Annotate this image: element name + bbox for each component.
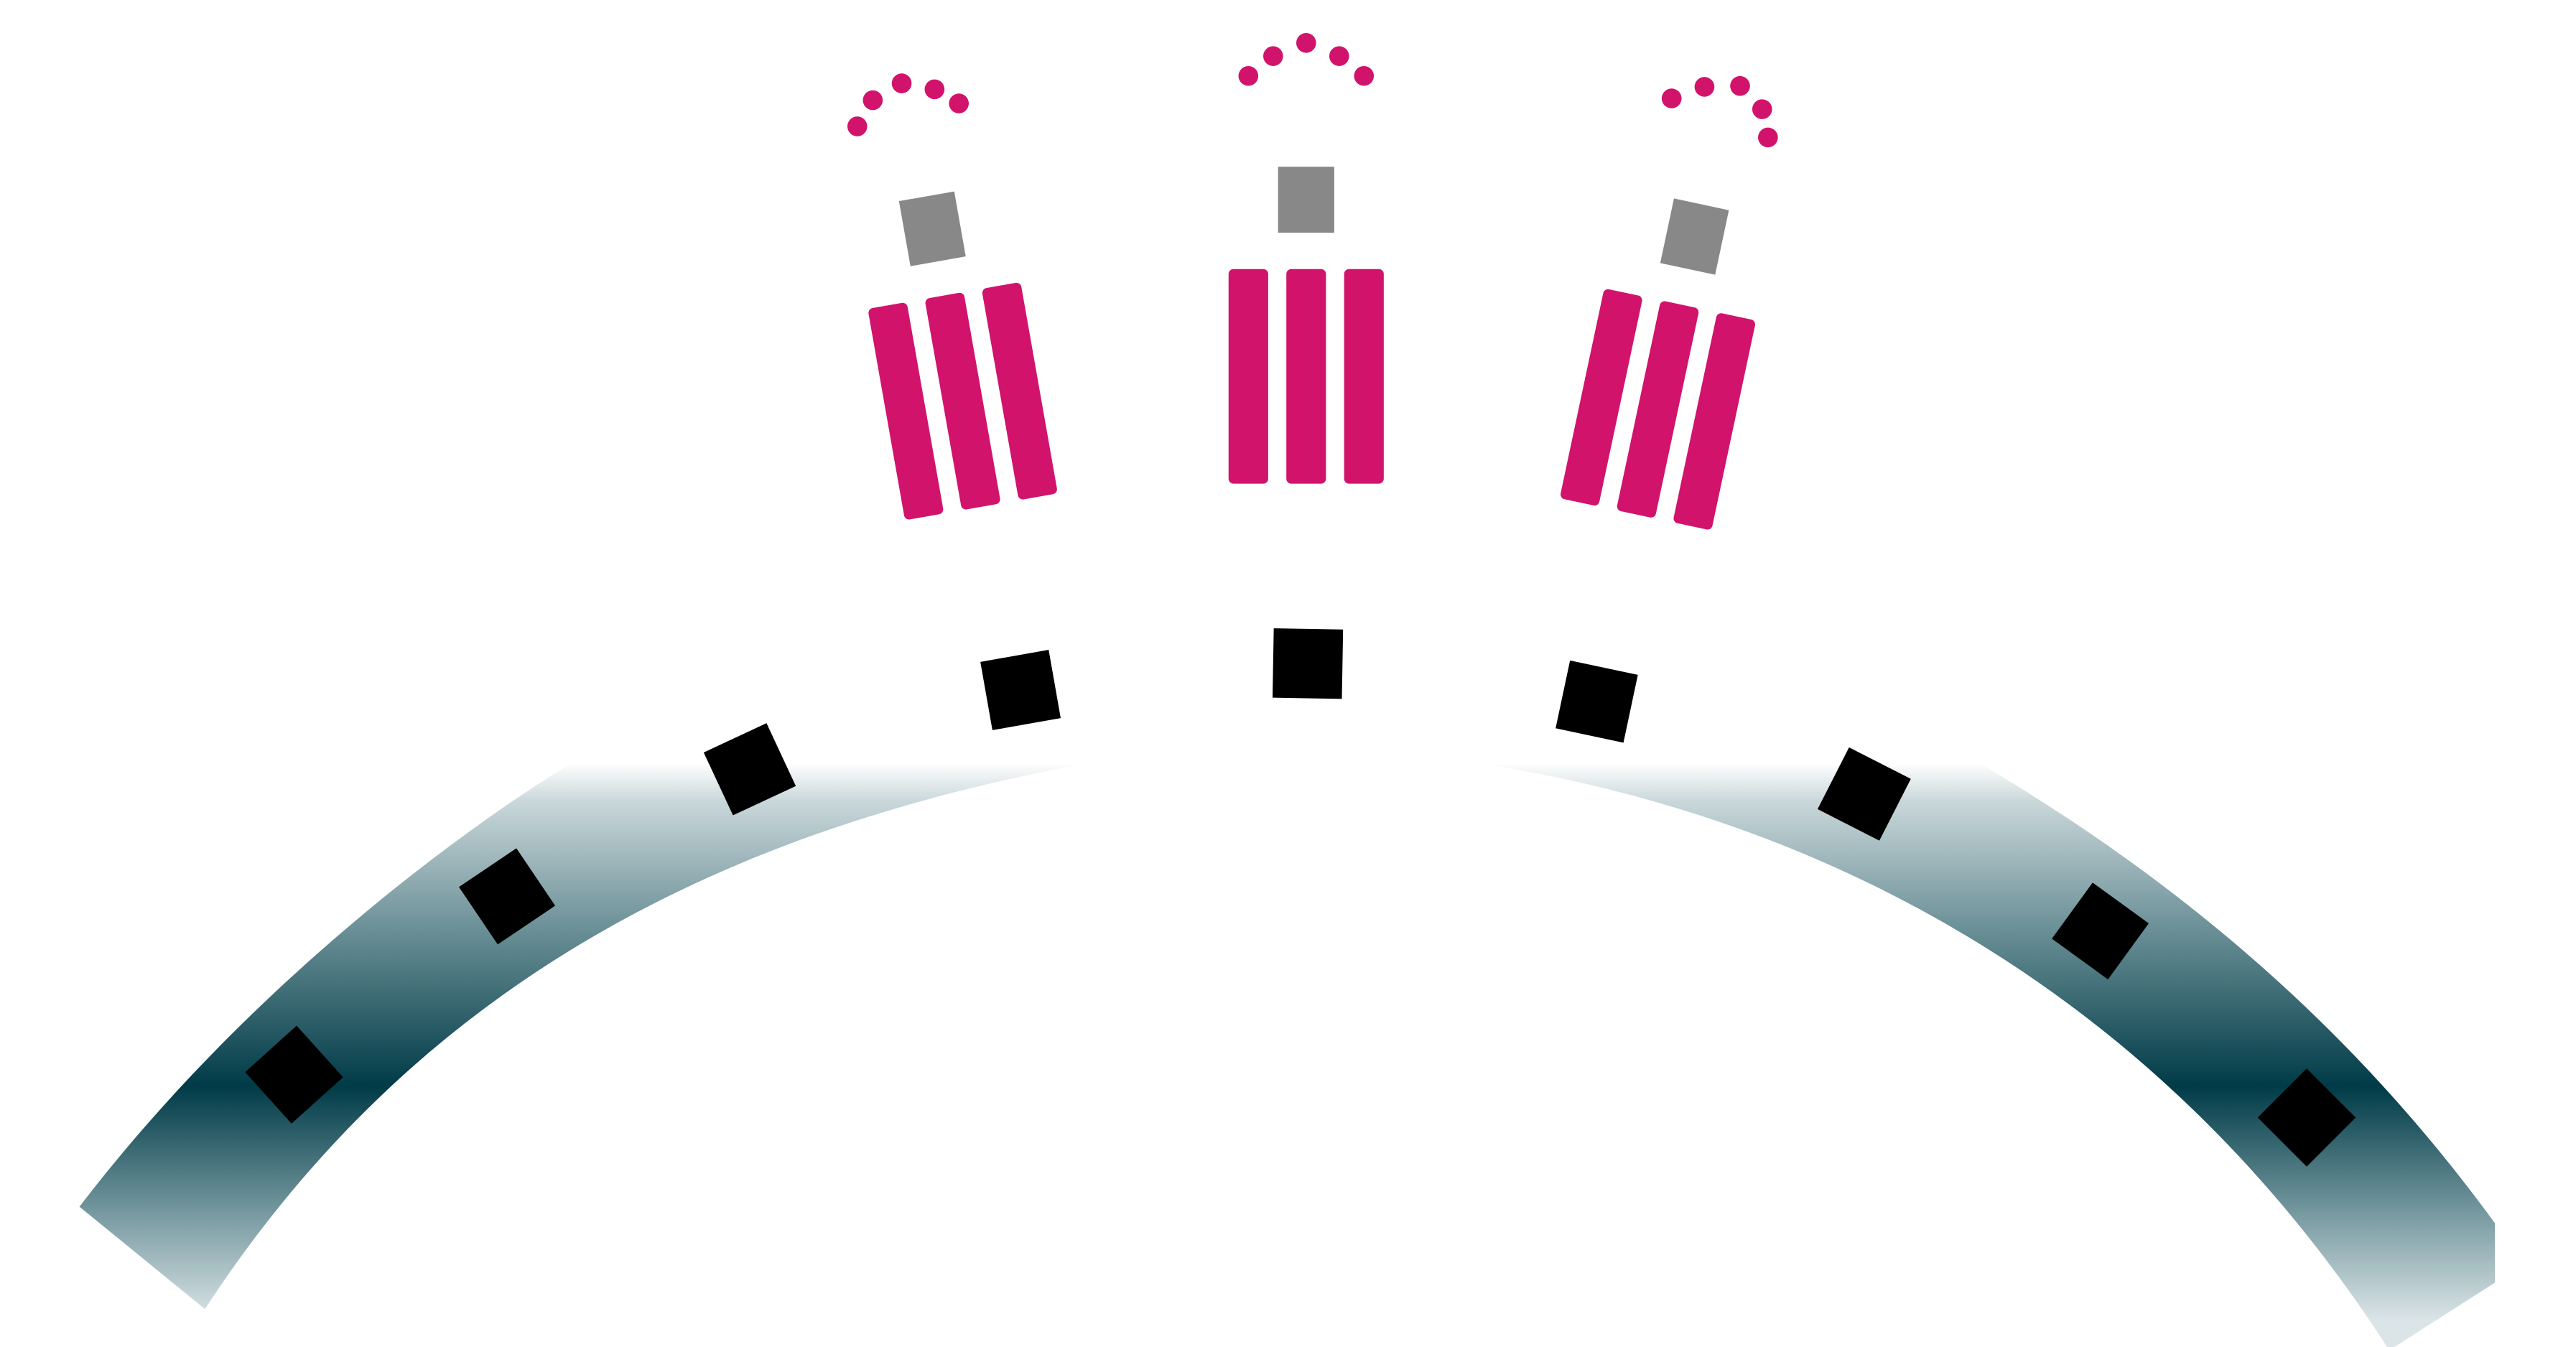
receptor-left xyxy=(847,73,1057,520)
vesicle xyxy=(1694,77,1715,97)
membrane-band xyxy=(79,764,2496,1347)
vesicle xyxy=(924,79,945,100)
vesicle xyxy=(891,73,912,93)
helix xyxy=(1286,269,1326,484)
membrane-band-right xyxy=(1486,764,2496,1347)
ligand xyxy=(1660,198,1729,275)
binding-site xyxy=(459,848,556,945)
helix xyxy=(982,282,1057,500)
binding-site xyxy=(2052,882,2149,980)
helix xyxy=(1673,313,1755,530)
binding-site xyxy=(1556,660,1638,743)
helix xyxy=(1561,289,1642,506)
binding-site xyxy=(1272,628,1344,699)
vesicle xyxy=(1263,46,1283,66)
helix xyxy=(1344,269,1384,484)
vesicle-cluster xyxy=(1238,32,1375,86)
helix xyxy=(868,302,944,520)
vesicle xyxy=(1329,46,1349,66)
vesicle xyxy=(1238,65,1259,86)
vesicle-cluster xyxy=(1661,75,1778,148)
vesicle xyxy=(1661,88,1682,108)
vesicle xyxy=(1296,32,1316,53)
ligand xyxy=(1278,167,1334,233)
helix xyxy=(925,292,1000,510)
ligand xyxy=(898,191,966,266)
vesicle xyxy=(862,90,883,111)
helix xyxy=(1617,301,1699,518)
helix xyxy=(1228,269,1268,484)
membrane-band-left xyxy=(79,764,1082,1310)
receptor-center xyxy=(1228,32,1384,484)
binding-site xyxy=(1817,747,1911,841)
vesicle xyxy=(1752,99,1772,119)
binding-site xyxy=(980,650,1061,730)
vesicle xyxy=(1730,75,1750,96)
receptor-right xyxy=(1561,75,1778,530)
vesicle-cluster xyxy=(847,73,969,136)
binding-site xyxy=(703,723,796,816)
binding-site xyxy=(245,1025,343,1124)
vesicle xyxy=(949,93,969,113)
vesicle xyxy=(847,116,868,136)
vesicle xyxy=(1758,127,1778,148)
vesicle xyxy=(1354,65,1375,86)
